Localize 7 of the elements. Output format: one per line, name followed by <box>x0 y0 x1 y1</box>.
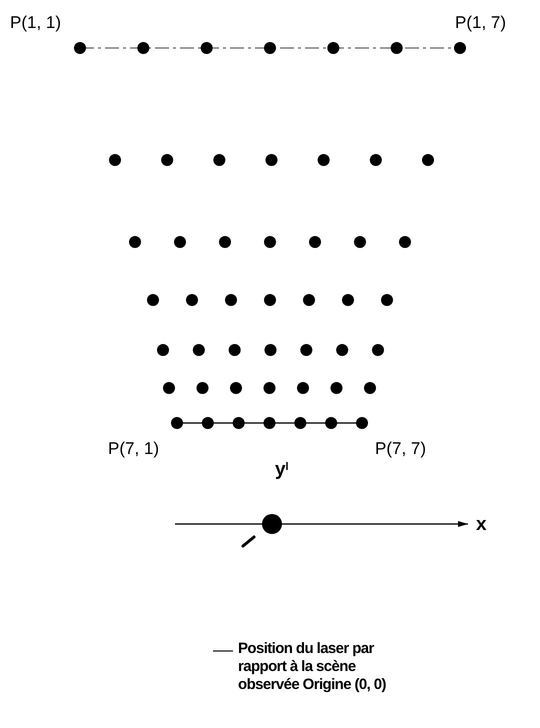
legend-text: Position du laser par rapport à la scène observée Origine (0, 0) <box>238 640 387 694</box>
axis-label: x <box>476 515 487 534</box>
point-label: P(1, 7) <box>455 14 506 31</box>
point-label: P(1, 1) <box>10 14 62 31</box>
point-label: P(7, 7) <box>375 440 426 457</box>
point-label: P(7, 1) <box>108 440 160 457</box>
axis-label: y <box>275 460 286 479</box>
